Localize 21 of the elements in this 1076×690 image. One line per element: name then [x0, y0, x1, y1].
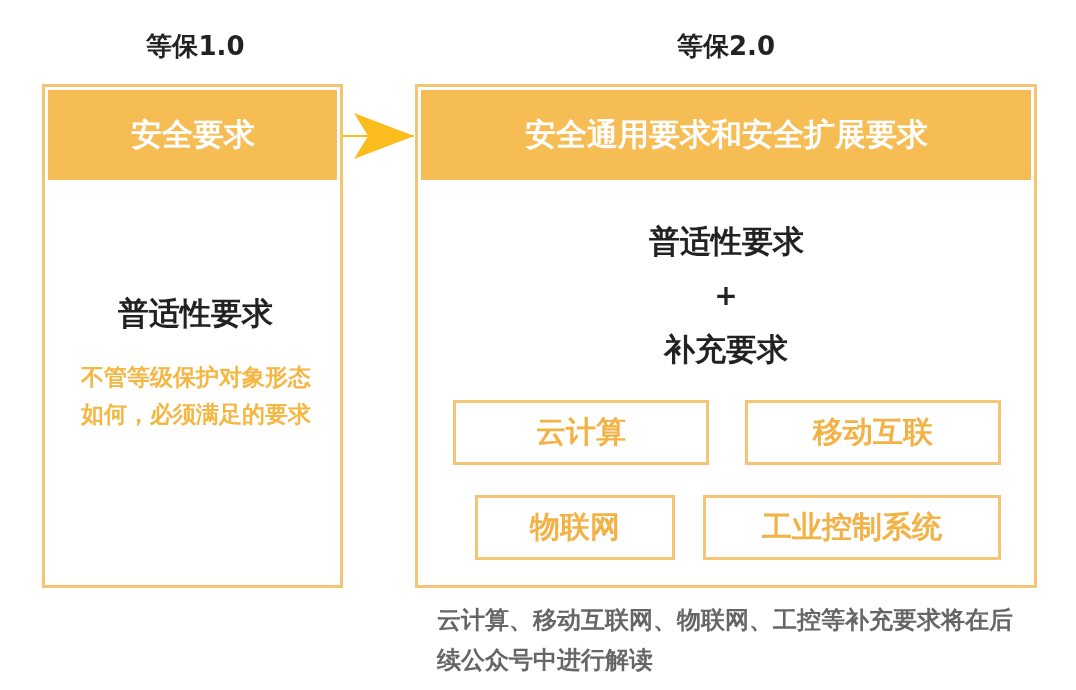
plus-sign: + [713, 279, 739, 313]
panel-title: 等保2.0 [675, 31, 777, 63]
note-text: 不管等级保护对象形态如何，必须满足的要求 [81, 363, 312, 429]
panel-title: 等保1.0 [145, 31, 246, 63]
category-text: 工业控制系统 [762, 508, 942, 546]
arrow [342, 113, 415, 159]
header-band [48, 90, 337, 180]
category-box [703, 495, 1001, 560]
requirement-text: 补充要求 [662, 331, 789, 369]
requirement-text: 普适性要求 [117, 295, 274, 333]
requirement-text: 普适性要求 [647, 223, 805, 261]
category-text: 移动互联 [813, 413, 933, 451]
caption-text: 云计算、移动互联网、物联网、工控等补充要求将在后续公众号中进行解读 [437, 605, 1014, 676]
heading-text: 安全要求 [130, 115, 255, 154]
header-band [421, 90, 1031, 180]
category-text: 物联网 [530, 508, 620, 546]
category-box [475, 495, 675, 560]
category-text: 云计算 [536, 413, 626, 451]
category-box [745, 400, 1001, 465]
heading-text: 安全通用要求和安全扩展要求 [524, 115, 928, 154]
category-box [453, 400, 709, 465]
